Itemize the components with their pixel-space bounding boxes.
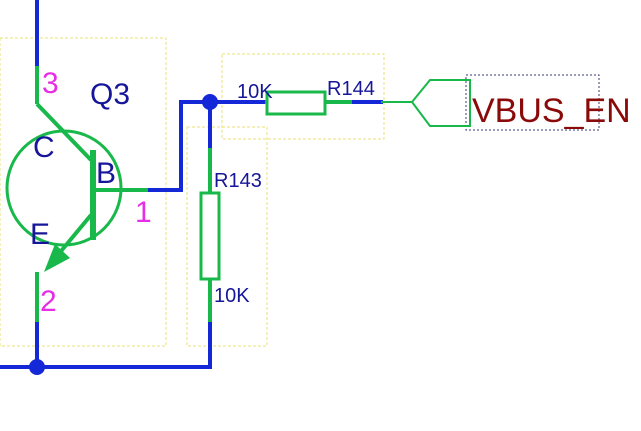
collector-label: C <box>33 131 55 164</box>
vbus-en-label: VBUS_EN <box>472 92 631 130</box>
r143-value: 10K <box>214 285 250 307</box>
r144-value: 10K <box>237 81 273 103</box>
resistor-r144-symbol[interactable] <box>265 90 352 116</box>
emitter-label: E <box>30 218 50 251</box>
resistor-r143-symbol[interactable] <box>199 148 221 322</box>
junction-ground-node[interactable] <box>29 359 45 375</box>
base-wire[interactable] <box>146 100 212 192</box>
q3-designator: Q3 <box>90 78 130 111</box>
r143-outline <box>186 126 268 347</box>
collector-pin-number: 3 <box>42 67 59 100</box>
ground-wire[interactable] <box>0 320 212 369</box>
base-pin-number: 1 <box>135 196 152 229</box>
r144-outline <box>221 53 385 140</box>
transistor-q3-symbol[interactable] <box>5 66 148 322</box>
net-port-vbus-en[interactable] <box>381 79 471 127</box>
r144-designator: R144 <box>327 78 375 100</box>
junction-base-node[interactable] <box>202 94 218 110</box>
r143-designator: R143 <box>214 170 262 192</box>
emitter-arrow-icon <box>44 244 70 272</box>
vbus-en-outline <box>465 74 600 131</box>
emitter-pin-number: 2 <box>40 285 57 318</box>
base-label: B <box>96 157 116 190</box>
